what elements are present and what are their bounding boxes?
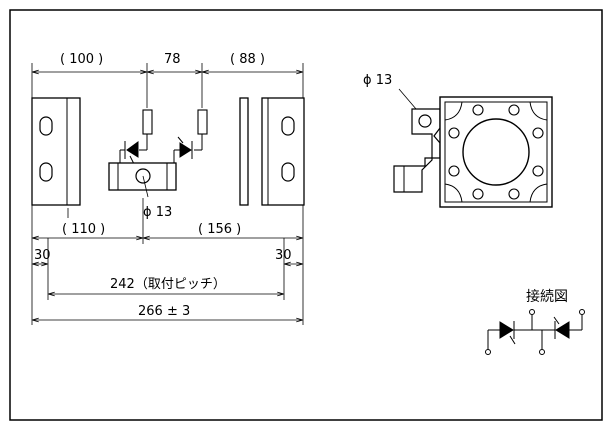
dim-top-right: ( 88 ) bbox=[230, 52, 265, 67]
terminal-dot bbox=[485, 349, 491, 355]
left-heatsink bbox=[31, 97, 81, 206]
connection-label: 接続図 bbox=[526, 288, 568, 305]
dim-top-left: ( 100 ) bbox=[60, 52, 103, 67]
bolt-hole bbox=[448, 127, 460, 139]
bolt-hole bbox=[472, 104, 484, 116]
dim-side-left: 30 bbox=[34, 248, 51, 263]
front-view: ( 100 ) 78 ( 88 ) bbox=[31, 52, 305, 325]
right-plate bbox=[239, 97, 249, 206]
terminal-dot bbox=[529, 309, 535, 315]
left-slot-top bbox=[39, 116, 53, 136]
dim-side-right: 30 bbox=[275, 248, 292, 263]
bolt-hole bbox=[532, 165, 544, 177]
drawing-frame bbox=[9, 9, 603, 421]
dim-bottom-right: ( 156 ) bbox=[198, 222, 241, 237]
hole-label-front: ϕ 13 bbox=[143, 205, 172, 220]
thyristor-left-symbol bbox=[126, 141, 139, 158]
hole-label-side: ϕ 13 bbox=[363, 73, 392, 88]
bolt-hole bbox=[532, 127, 544, 139]
connection-diagram: 接続図 bbox=[485, 288, 585, 355]
side-bracket bbox=[393, 108, 441, 193]
right-slot-top bbox=[281, 116, 295, 136]
side-center-bore bbox=[462, 118, 530, 186]
bolt-hole bbox=[508, 188, 520, 200]
left-slot-bottom bbox=[39, 162, 53, 182]
side-view: ϕ 13 bbox=[363, 73, 553, 208]
bolt-hole bbox=[472, 188, 484, 200]
dim-overall: 266 ± 3 bbox=[138, 304, 190, 319]
dim-bottom-left: ( 110 ) bbox=[62, 222, 105, 237]
bolt-hole bbox=[448, 165, 460, 177]
thyristor-symbol bbox=[499, 321, 514, 339]
dim-top-mid: 78 bbox=[164, 52, 181, 67]
terminal-right bbox=[197, 109, 208, 135]
terminal-dot bbox=[539, 349, 545, 355]
right-slot-bottom bbox=[281, 162, 295, 182]
terminal-dot bbox=[579, 309, 585, 315]
dim-pitch: 242（取付ピッチ） bbox=[110, 277, 226, 292]
right-heatsink bbox=[261, 97, 305, 206]
terminal-left bbox=[142, 109, 153, 135]
bolt-hole bbox=[508, 104, 520, 116]
side-bracket-hole bbox=[418, 114, 432, 128]
